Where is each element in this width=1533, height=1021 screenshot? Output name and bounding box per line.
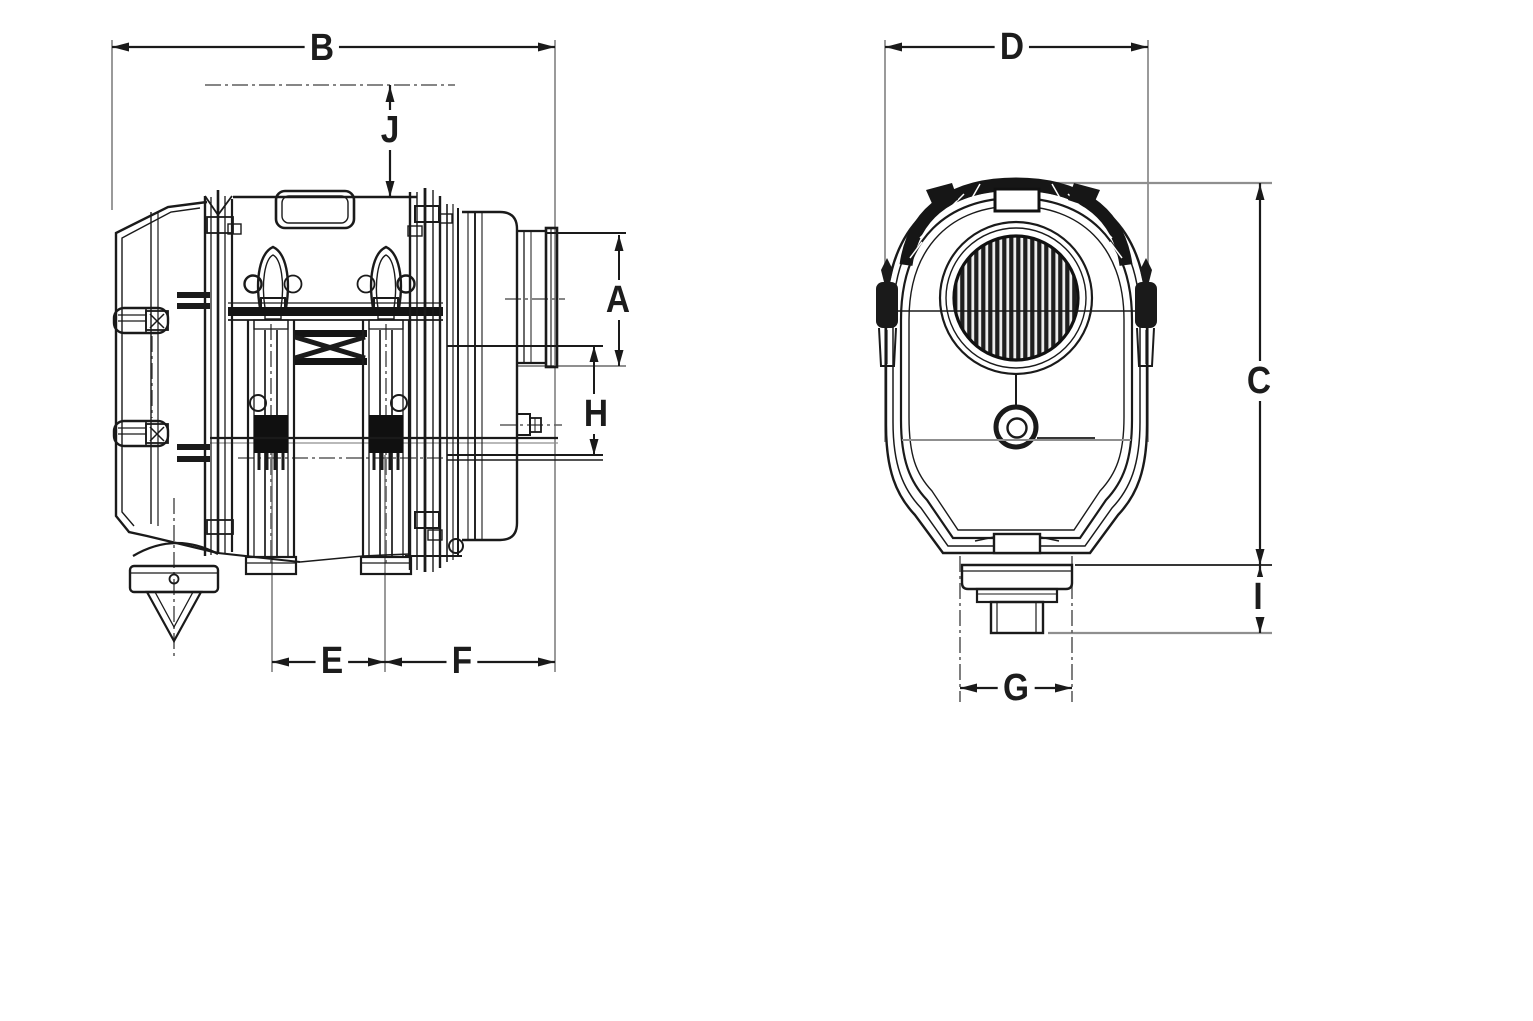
dim-label-e: E xyxy=(315,641,349,681)
dim-label-c: C xyxy=(1241,361,1277,401)
inlet-screen xyxy=(938,220,1094,376)
front-latch-left xyxy=(876,258,898,367)
bottom-outlet xyxy=(960,532,1074,635)
dim-label-j: J xyxy=(375,110,405,150)
dust-ejector-valve xyxy=(128,541,220,644)
body-top xyxy=(233,189,417,230)
wing-nut-hub xyxy=(993,404,1039,450)
dim-label-h: H xyxy=(578,394,614,434)
cap-latch-upper xyxy=(112,306,170,335)
lifting-handle xyxy=(274,189,356,230)
band-window xyxy=(993,187,1041,213)
dimension-e-f xyxy=(272,657,555,667)
dim-label-f: F xyxy=(446,641,478,681)
dim-label-d: D xyxy=(994,27,1030,67)
cap-latch-lower xyxy=(112,419,170,448)
g-extension-lines xyxy=(959,556,1073,702)
dim-label-a: A xyxy=(600,280,636,320)
cross-brace xyxy=(293,330,367,365)
left-clamp-band xyxy=(203,190,242,556)
dim-label-g: G xyxy=(997,668,1035,708)
outlet-section xyxy=(210,210,603,542)
top-mounting-band xyxy=(899,177,1133,267)
front-view-drawing xyxy=(876,40,1272,702)
body-bottom-edges xyxy=(217,552,411,563)
side-view-centerlines xyxy=(151,84,565,658)
dim-label-i: I xyxy=(1248,577,1268,617)
side-view-end-cap xyxy=(112,200,219,555)
front-latch-right xyxy=(1135,258,1157,367)
side-view-drawing xyxy=(111,40,626,672)
dim-label-b: B xyxy=(304,28,340,68)
right-clamp-band xyxy=(405,188,464,572)
front-view-extension-lines xyxy=(884,40,1272,635)
